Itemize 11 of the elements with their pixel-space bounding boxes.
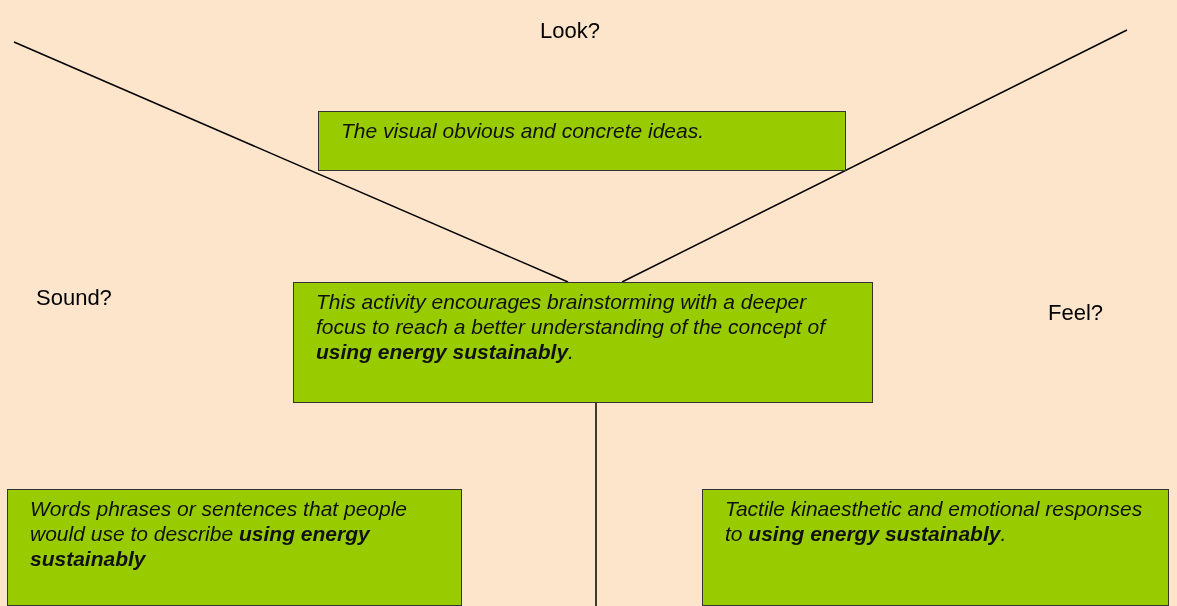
box-text: Tactile kinaesthetic and emotional responses to using energy sustainably. bbox=[725, 496, 1144, 546]
section-label: Feel? bbox=[1048, 300, 1104, 326]
box-text: Words phrases or sentences that people would use to describe using energy sustainably bbox=[30, 496, 409, 571]
text-box bbox=[7, 489, 462, 606]
text-box bbox=[293, 282, 873, 403]
text-box bbox=[702, 489, 1169, 606]
box-text: The visual obvious and concrete ideas. bbox=[341, 118, 706, 143]
text-box bbox=[318, 111, 846, 171]
box-text: This activity encourages brainstorming with a deeper focus to reach a better understanding of the concept of using energy sustainably. bbox=[316, 289, 828, 364]
section-label: Look? bbox=[540, 18, 600, 44]
section-label: Sound? bbox=[36, 285, 112, 311]
